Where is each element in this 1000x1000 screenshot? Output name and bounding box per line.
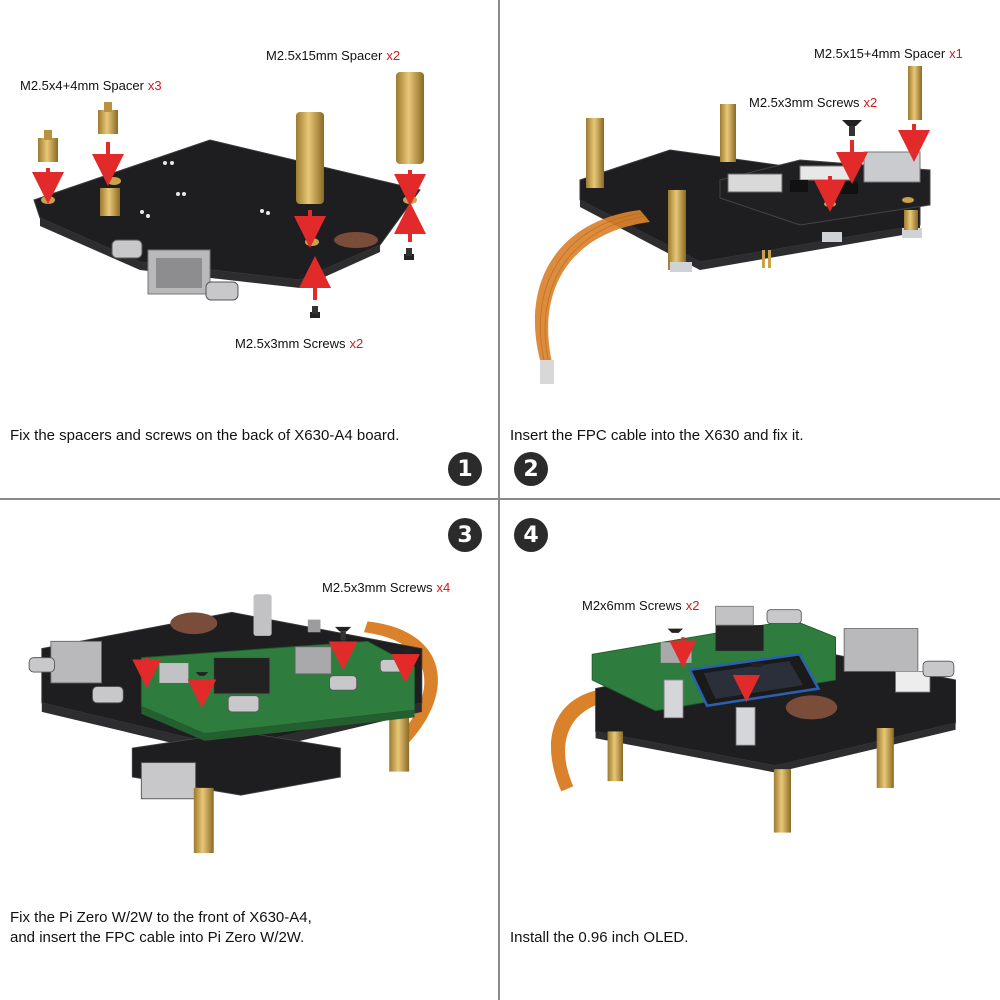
label-text: M2.5x4+4mm Spacer <box>20 78 144 93</box>
caption-line-2: and insert the FPC cable into Pi Zero W/… <box>10 929 305 946</box>
horizontal-divider <box>0 498 1000 500</box>
label-text: M2.5x3mm Screws <box>322 580 433 595</box>
step-1-caption: Fix the spacers and screws on the back o… <box>10 427 400 444</box>
label-text: M2x6mm Screws <box>582 598 682 613</box>
step-4-number-badge: 4 <box>514 518 548 552</box>
step-3-number-badge: 3 <box>448 518 482 552</box>
label-text: M2.5x3mm Screws <box>235 336 346 351</box>
quantity-text: x4 <box>436 580 451 595</box>
step-1-illustration <box>32 72 426 318</box>
step-2-number-badge: 2 <box>514 452 548 486</box>
label-text: M2.5x15mm Spacer <box>266 48 383 63</box>
step-2-caption: Insert the FPC cable into the X630 and f… <box>510 427 804 444</box>
step-4-caption: Install the 0.96 inch OLED. <box>510 929 689 946</box>
quantity-text: x2 <box>349 336 364 351</box>
step-1-number-badge: 1 <box>448 452 482 486</box>
quantity-text: x2 <box>386 48 401 63</box>
step-3-caption: Fix the Pi Zero W/2W to the front of X63… <box>10 908 312 948</box>
step-2-illustration <box>534 66 931 384</box>
label-text: M2.5x3mm Screws <box>749 95 860 110</box>
quantity-text: x2 <box>863 95 878 110</box>
step-4-illustration <box>550 605 956 833</box>
quantity-text: x1 <box>949 46 963 61</box>
caption-line-1: Fix the Pi Zero W/2W to the front of X63… <box>10 909 312 926</box>
vertical-divider <box>498 0 500 1000</box>
step-3-illustration <box>28 594 438 854</box>
quantity-text: x3 <box>147 78 162 93</box>
quantity-text: x2 <box>685 598 700 613</box>
label-text: M2.5x15+4mm Spacer <box>814 46 946 61</box>
